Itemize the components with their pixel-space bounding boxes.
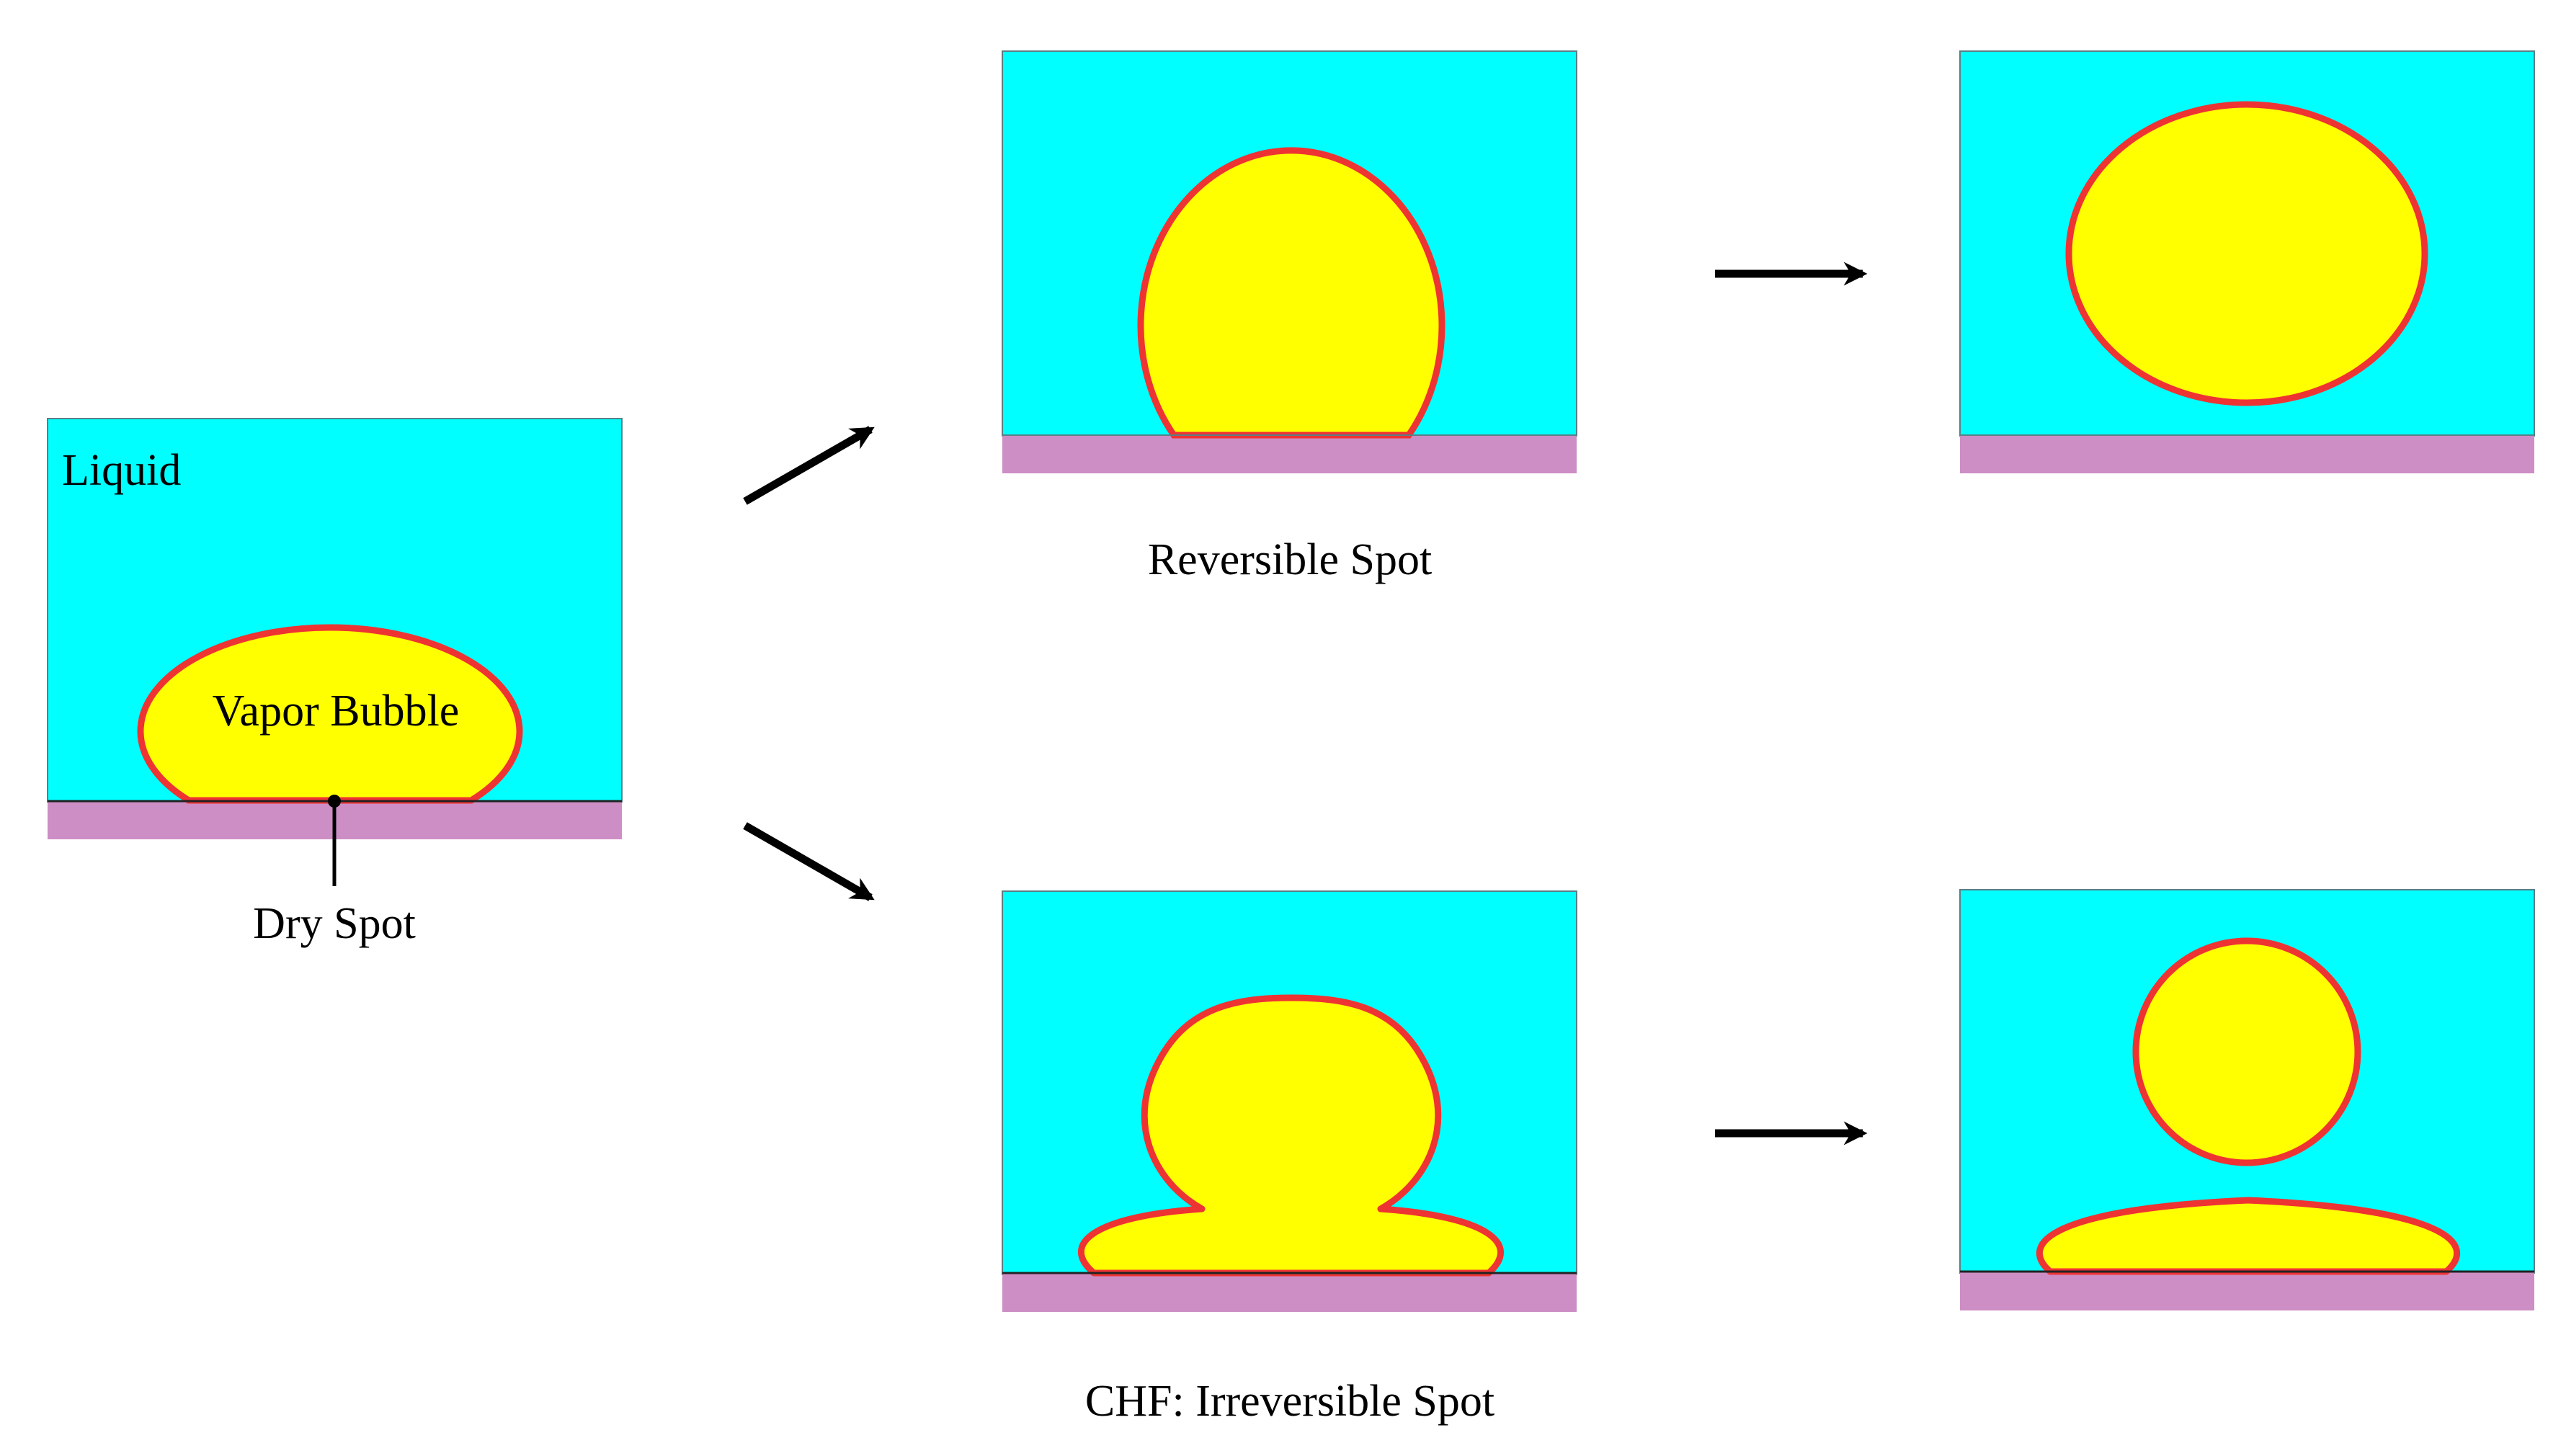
vapor-bubble (1137, 147, 1445, 439)
reversible-spot-label: Reversible Spot (1148, 535, 1432, 584)
panel-irreversible-stage-2 (1959, 889, 2535, 1310)
dry-spot-label: Dry Spot (253, 899, 416, 948)
arrow-to-irreversible (743, 822, 875, 901)
heater-wall (1960, 435, 2534, 473)
vapor-blanket (2036, 1197, 2461, 1275)
panel-irreversible-stage-1 (1002, 890, 1577, 1312)
vapor-bubble-label: Vapor Bubble (213, 687, 460, 736)
panel-reversible-stage-2 (1959, 50, 2535, 473)
liquid-label: Liquid (62, 446, 181, 495)
vapor-bubble-spreading (1077, 994, 1504, 1277)
detached-vapor-bubble (2065, 101, 2428, 406)
heater-wall (1002, 1273, 1577, 1312)
heater-wall (1002, 435, 1577, 473)
heater-wall (1960, 1272, 2534, 1310)
chf-irreversible-spot-label: CHF: Irreversible Spot (1085, 1377, 1494, 1426)
vapor-bubble (137, 624, 523, 804)
panel-initial-bubble: Liquid Vapor Bubble Dry Spot (47, 418, 623, 948)
departed-vapor-bubble (2132, 937, 2361, 1166)
arrow-to-reversible (743, 426, 875, 505)
panel-reversible-stage-1 (1002, 50, 1577, 473)
